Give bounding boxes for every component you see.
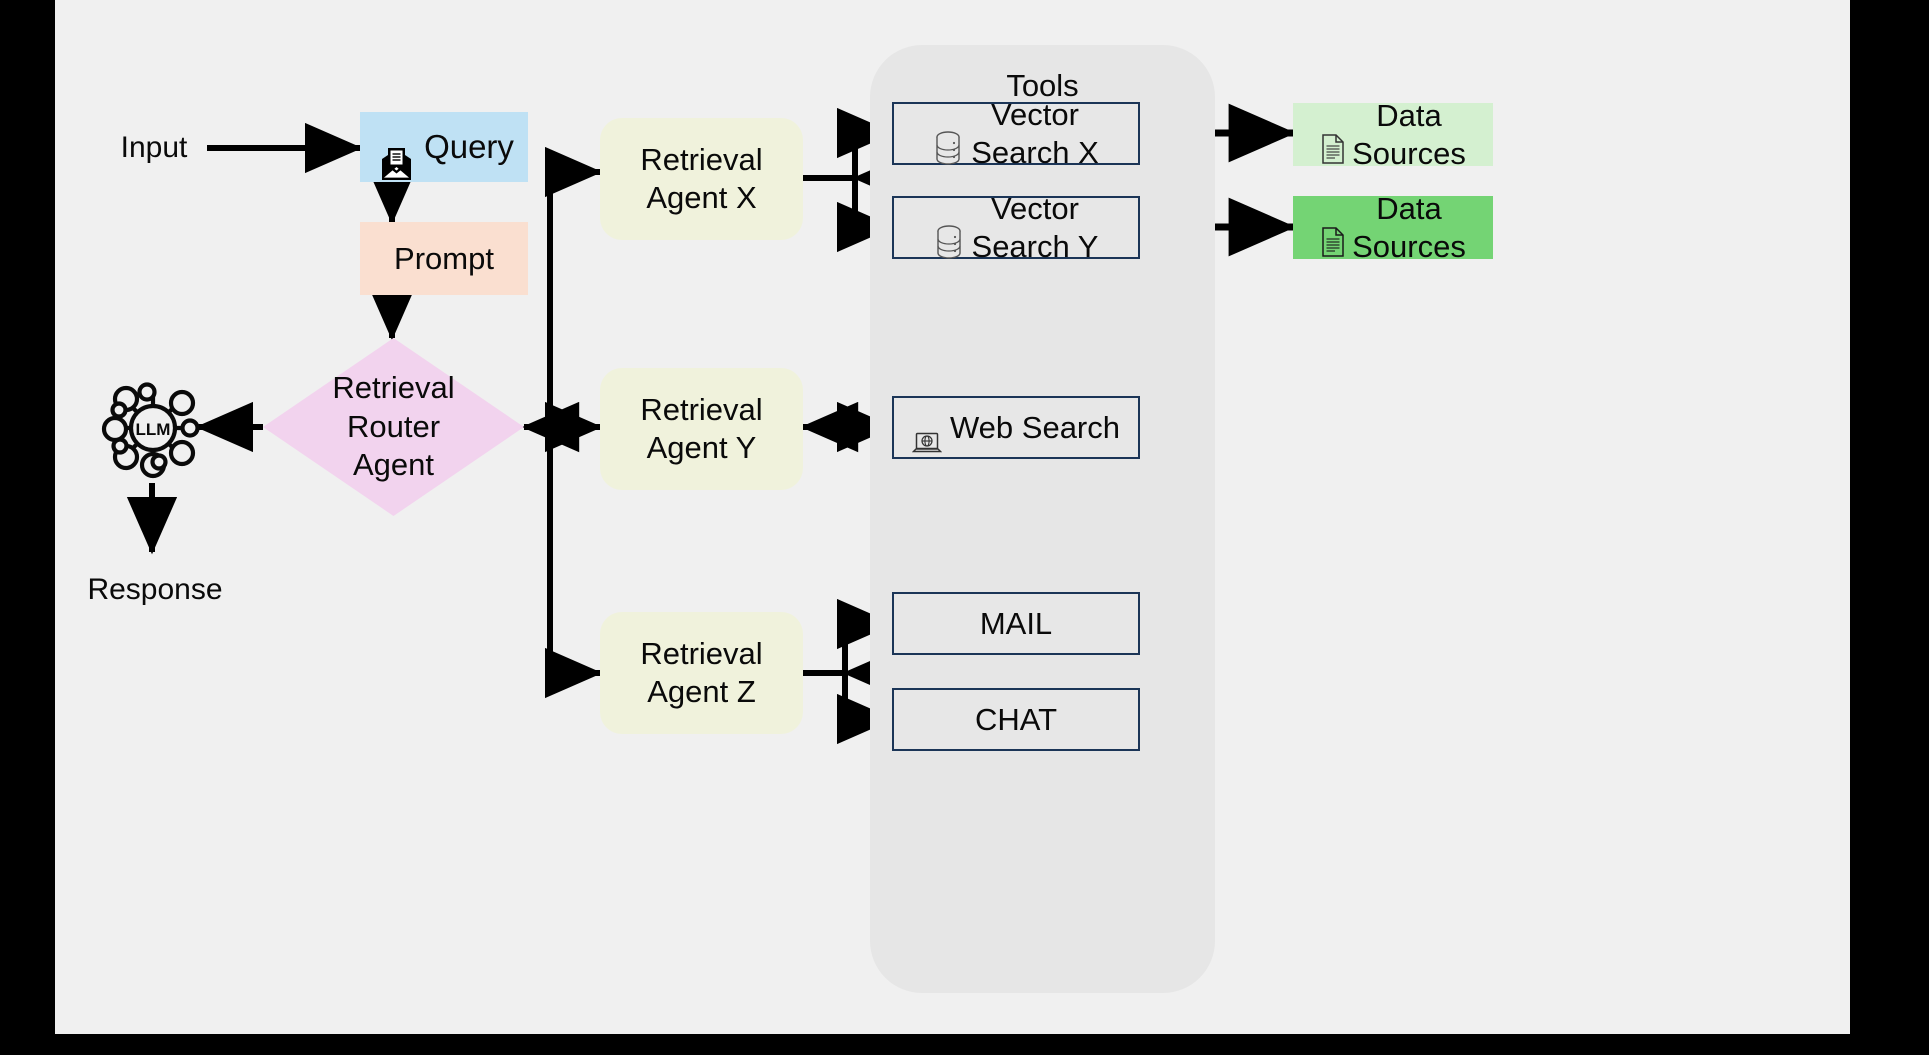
- agent-y-label: Retrieval Agent Y: [640, 392, 763, 465]
- diagram-canvas: Input Query Prompt: [55, 0, 1850, 1034]
- mail-node: MAIL: [892, 592, 1140, 655]
- prompt-label: Prompt: [394, 240, 494, 276]
- prompt-node: Prompt: [360, 222, 528, 295]
- vector-search-x-node: Vector Search X: [892, 97, 1140, 170]
- response-label: Response: [87, 572, 223, 606]
- retrieval-agent-y-node: Retrieval Agent Y: [600, 368, 803, 490]
- agent-z-label: Retrieval Agent Z: [640, 636, 763, 709]
- query-node: Query: [360, 112, 528, 182]
- database-icon: [933, 92, 963, 175]
- document-icon: [1320, 95, 1346, 174]
- llm-network-icon: LLM: [97, 372, 209, 484]
- envelope-open-document-icon: [374, 102, 414, 192]
- vector-search-y-label: Vector Search Y: [971, 190, 1099, 264]
- input-label: Input: [120, 130, 188, 164]
- document-icon: [1320, 188, 1346, 267]
- chat-node: CHAT: [892, 688, 1140, 751]
- vector-search-x-label: Vector Search X: [971, 96, 1099, 170]
- data-sources-1-label: Data Sources: [1352, 97, 1466, 171]
- database-icon: [934, 186, 964, 269]
- web-search-label: Web Search: [949, 409, 1120, 445]
- retrieval-agent-x-node: Retrieval Agent X: [600, 118, 803, 240]
- chat-label: CHAT: [974, 701, 1058, 737]
- router-label: Retrieval Router Agent: [332, 369, 455, 483]
- retrieval-router-agent-node: Retrieval Router Agent: [263, 338, 524, 516]
- laptop-globe-icon: [911, 390, 943, 466]
- mail-label: MAIL: [979, 605, 1053, 641]
- web-search-node: Web Search: [892, 396, 1140, 459]
- query-label: Query: [424, 127, 514, 165]
- llm-icon-label: LLM: [136, 420, 171, 439]
- data-sources-1-node: Data Sources: [1293, 98, 1493, 171]
- vector-search-y-node: Vector Search Y: [892, 191, 1140, 264]
- tools-title: Tools: [1006, 68, 1079, 103]
- tools-panel: [870, 45, 1215, 993]
- data-sources-2-label: Data Sources: [1352, 190, 1466, 264]
- retrieval-agent-z-node: Retrieval Agent Z: [600, 612, 803, 734]
- agent-x-label: Retrieval Agent X: [640, 142, 763, 215]
- data-sources-2-node: Data Sources: [1293, 191, 1493, 264]
